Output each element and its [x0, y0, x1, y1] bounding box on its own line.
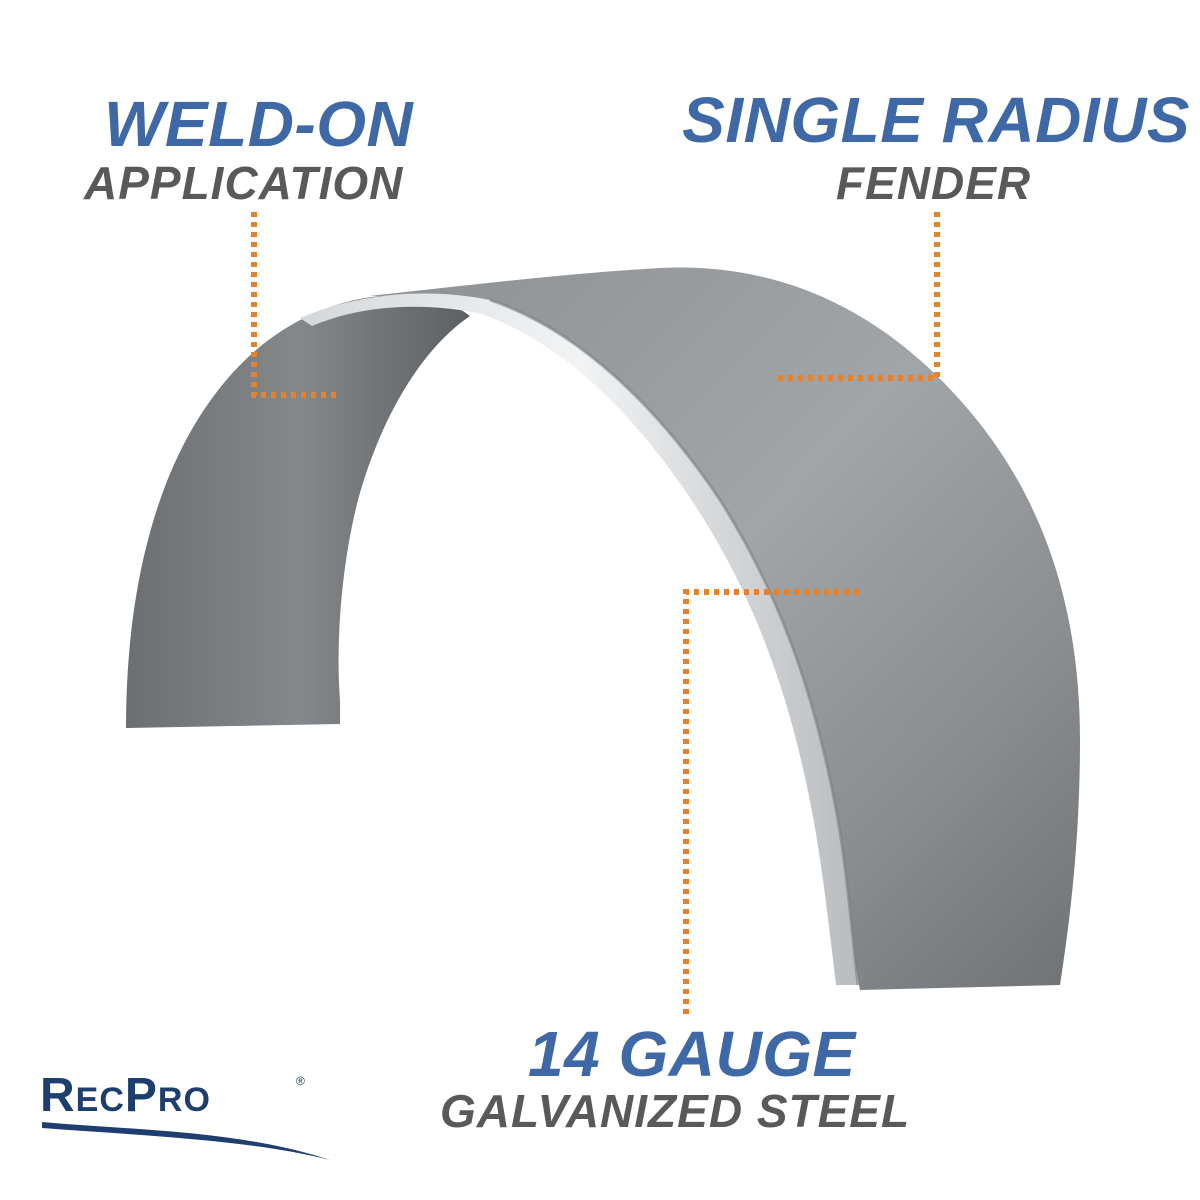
- fender-outer-surface: [370, 267, 1080, 990]
- fender-inner-surface: [126, 295, 470, 728]
- registered-mark: ®: [296, 1074, 305, 1088]
- logo-wordmark: RecPro: [40, 1069, 211, 1122]
- fender-edge-shadow: [489, 298, 860, 986]
- callout-line-weld-on: [251, 212, 336, 398]
- weld-on-subheading: APPLICATION: [84, 157, 404, 209]
- logo-swoosh-icon: [42, 1122, 330, 1160]
- gauge-heading: 14 GAUGE: [528, 1018, 856, 1090]
- single-radius-subheading: FENDER: [836, 157, 1032, 209]
- gauge-subheading: GALVANIZED STEEL: [440, 1085, 911, 1137]
- single-radius-heading: SINGLE RADIUS: [682, 84, 1190, 156]
- recpro-logo: RecPro ®: [40, 1072, 340, 1172]
- callout-line-single-radius: [778, 212, 940, 381]
- weld-on-heading: WELD-ON: [104, 88, 414, 160]
- callout-line-gauge: [683, 589, 862, 1014]
